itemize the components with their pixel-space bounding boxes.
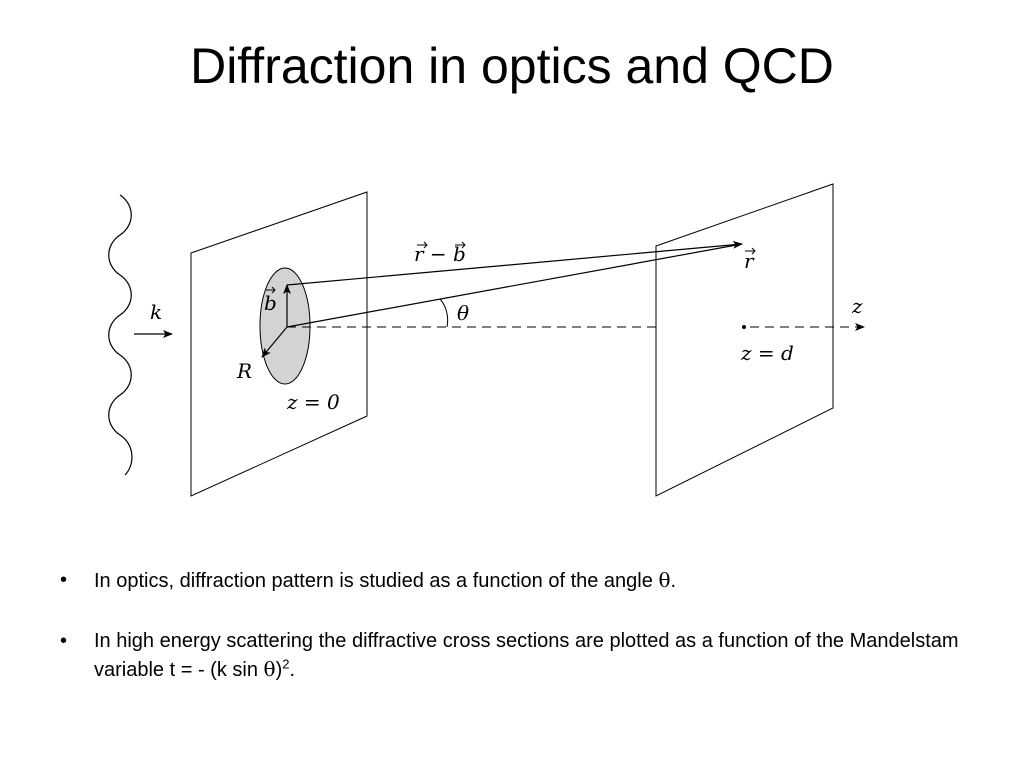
label-z-d: z = d	[740, 341, 794, 365]
label-R: R	[236, 359, 252, 383]
label-r-minus-b: r − b	[414, 242, 466, 266]
theta-symbol: θ	[658, 568, 671, 592]
exponent: 2	[282, 656, 290, 672]
bullet-suffix: .	[670, 570, 677, 592]
label-z: z	[851, 294, 863, 318]
theta-arc	[439, 298, 449, 328]
r-minus-b-line	[286, 240, 743, 286]
theta-symbol: θ	[263, 657, 276, 681]
aperture-disk	[259, 267, 311, 385]
label-z-0: z = 0	[286, 390, 340, 414]
incoming-wave	[108, 194, 133, 476]
bullet-suffix: )	[275, 659, 283, 681]
bullet-item-qcd: • In high energy scattering the diffract…	[60, 627, 1000, 684]
slide-title: Diffraction in optics and QCD	[190, 38, 834, 94]
label-r: r	[744, 249, 755, 273]
vector-accents	[265, 241, 756, 294]
bullet-end: .	[289, 659, 296, 681]
radius-vector	[261, 326, 288, 358]
screen-center-dot	[742, 325, 746, 329]
label-b: b	[264, 291, 277, 315]
bullet-text: In optics, diffraction pattern is studie…	[94, 570, 659, 592]
label-theta: θ	[457, 301, 469, 325]
bullet-text: In high energy scattering the diffractiv…	[94, 630, 959, 681]
bullet-item-optics: • In optics, diffraction pattern is stud…	[60, 566, 1000, 595]
bullet-mark: •	[60, 630, 68, 652]
bullet-list: • In optics, diffraction pattern is stud…	[60, 566, 1000, 716]
aperture-screen	[190, 191, 368, 497]
label-k: k	[150, 300, 162, 324]
r-line	[286, 243, 743, 328]
diffraction-diagram: k r − b b θ R z = 0 r z z = d	[108, 183, 865, 497]
detection-screen	[655, 183, 834, 497]
bullet-mark: •	[60, 569, 68, 591]
